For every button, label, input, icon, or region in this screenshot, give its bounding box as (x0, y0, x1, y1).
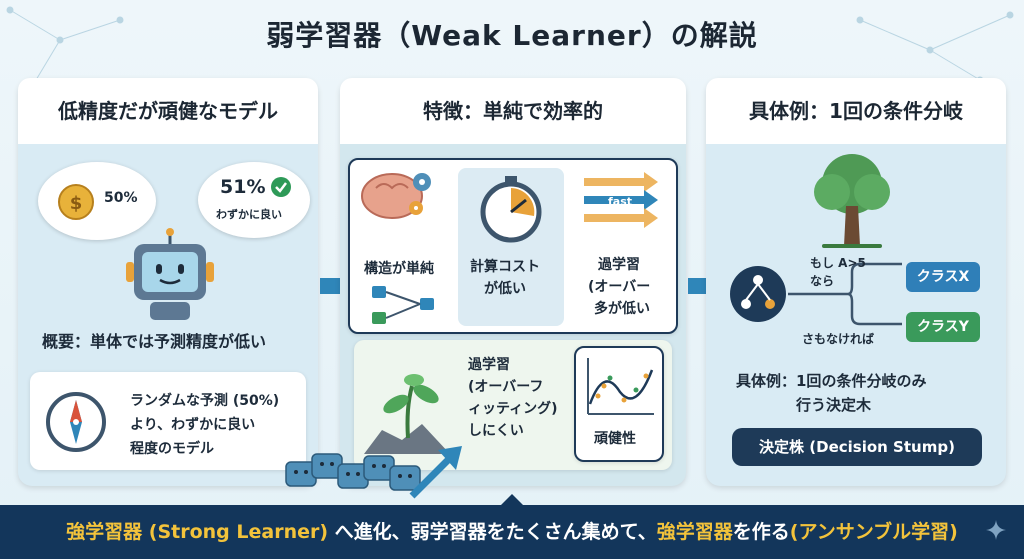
branch-lines (788, 262, 902, 326)
feature-overfit-line-3: 多が低い (594, 301, 650, 317)
footer-pointer-icon (500, 494, 524, 506)
decision-stump-badge: 決定株 (Decision Stump) (732, 428, 982, 466)
note-line-1: ランダムな予測 (50%) (130, 393, 280, 409)
compass-icon (46, 392, 106, 452)
feature-overfit-line-1: 過学習 (598, 257, 640, 273)
curved-arrow-icon (409, 446, 462, 499)
note-line-3: 程度のモデル (130, 441, 214, 457)
feature-overfit-line-2: (オーバー (588, 279, 651, 295)
example-desc-line-2: 行う決定木 (796, 396, 872, 414)
thought-bubble-right (198, 162, 310, 238)
robust-label: 頑健性 (594, 431, 636, 447)
example-desc-line-1: 具体例：1回の条件分岐のみ (736, 372, 927, 390)
panel1-heading: 低精度だが頑健なモデル (18, 78, 318, 144)
condition-line-2: なら (810, 274, 835, 288)
overfit2-line-1: 過学習 (468, 357, 510, 373)
class-x-tag: クラスX (906, 262, 980, 292)
overfit2-line-3: ィッティング) (468, 401, 558, 417)
robot-group-icon (285, 453, 421, 491)
else-label: さもなければ (802, 332, 875, 346)
bubble-right-sub: わずかに良い (216, 208, 282, 221)
note-line-2: より、わずかに良い (130, 417, 256, 433)
fast-label: fast (608, 195, 633, 208)
footer-part-2: へ進化、弱学習器をたくさん集めて、 (328, 521, 657, 543)
tree-icon (814, 154, 890, 248)
decision-node-icon (730, 266, 786, 322)
check-icon (271, 177, 291, 197)
brain-gear-icon (361, 173, 431, 219)
thought-bubble-left (38, 162, 156, 240)
panel3-heading: 具体例：1回の条件分岐 (706, 78, 1006, 144)
sprout-icon (364, 374, 450, 454)
footer-banner: 強学習器 (Strong Learner) へ進化、弱学習器をたくさん集めて、強… (0, 505, 1024, 559)
footer-part-3: 強学習器 (656, 521, 733, 543)
bubble-right-pct: 51% (220, 176, 266, 198)
summary-text: 概要：単体では予測精度が低い (42, 332, 267, 351)
condition-line-1: もし A>5 (810, 256, 866, 270)
panel2-heading: 特徴：単純で効率的 (340, 78, 686, 144)
panel-features: 特徴：単純で効率的 構造が単純 計算コスト が低い fast 過学習 (オーバー… (340, 78, 686, 486)
coin-icon: $ (58, 184, 94, 220)
class-y-tag: クラスY (906, 312, 980, 342)
bubble-left-pct: 50% (104, 190, 138, 206)
page-title: 弱学習器（Weak Learner）の解説 (266, 19, 758, 52)
footer-part-5: (アンサンブル学習) (789, 521, 958, 543)
overfit2-line-2: (オーバーフ (468, 379, 544, 395)
sparkle-icon (986, 520, 1006, 540)
panel-weak-model: 低精度だが頑健なモデル $ 50% 51% わずかに良い 概要：単体では予測精度… (18, 78, 318, 486)
fast-arrows-icon (584, 172, 658, 228)
panel-example: 具体例：1回の条件分岐 もし A>5 なら さもなければ クラスX クラスY 具… (706, 78, 1006, 486)
footer-part-1: 強学習器 (Strong Learner) (66, 521, 329, 543)
flowchart-icon (372, 286, 434, 324)
feature-cost-line-2: が低い (484, 281, 526, 297)
stopwatch-icon (480, 176, 542, 243)
svg-text:$: $ (70, 193, 83, 214)
feature-cost-line-1: 計算コスト (470, 259, 540, 275)
feature-simple-text: 構造が単純 (364, 261, 434, 277)
robot-icon (126, 228, 214, 320)
scatter-plot-icon (587, 358, 654, 415)
overfit2-line-4: しにくい (468, 423, 524, 439)
footer-part-4: を作る (732, 521, 790, 543)
